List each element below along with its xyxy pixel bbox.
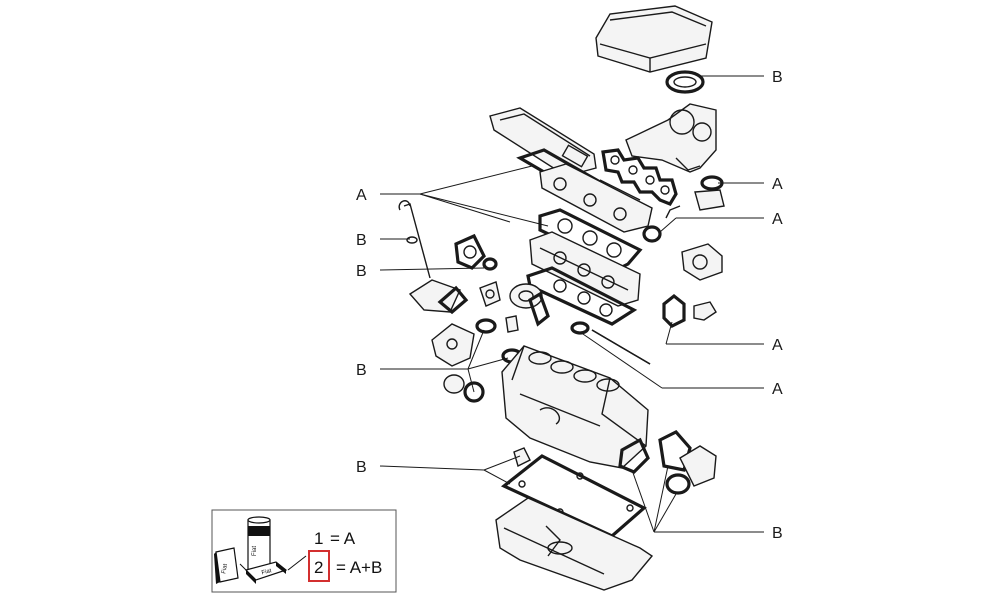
crank-pulley	[443, 374, 485, 403]
callout-labels: B A A A B B A B A B B	[356, 69, 783, 542]
kit-label-1: Fiat	[252, 546, 258, 556]
fitting-left	[479, 281, 501, 307]
callout-b-oil-pan: B	[356, 459, 367, 476]
kit-label-2: Fiat	[221, 563, 229, 574]
camshaft-pulley	[509, 283, 543, 309]
dipstick	[398, 200, 431, 279]
manifold-gasket	[601, 148, 678, 206]
engine-mount-bracket	[431, 323, 475, 367]
drain-fitting	[513, 447, 531, 468]
rear-seal-gaskets	[618, 430, 717, 495]
gasket-kit-icon: Fiat Fiat Fiat	[214, 516, 307, 584]
small-seal-b2	[482, 257, 498, 271]
cylinder-head	[529, 231, 641, 307]
legend: Fiat Fiat Fiat 1 = A 2 = A+B	[211, 509, 397, 593]
engine-cover	[595, 5, 713, 73]
legend-row1-number: 1	[314, 529, 323, 548]
oil-seal-mid-left	[475, 315, 523, 364]
round-seal-top	[665, 70, 705, 94]
callout-b-oil-seals: B	[356, 362, 367, 379]
callout-b-rear-seals: B	[772, 525, 783, 542]
callout-b-small-seal: B	[356, 263, 367, 280]
left-flange-gasket	[454, 233, 486, 270]
valve-cover	[489, 107, 597, 177]
oil-pan	[495, 497, 654, 591]
callout-a-manifold-gasket: A	[772, 176, 783, 193]
callout-a-ring: A	[772, 211, 783, 228]
engine-block	[501, 345, 649, 469]
o-ring-mid	[570, 321, 590, 335]
cover-plate-left	[408, 279, 469, 315]
callout-b-top-seal: B	[772, 69, 783, 86]
callout-b-dipstick: B	[356, 232, 367, 249]
small-ring-gasket	[642, 225, 662, 243]
callout-a-head-cluster: A	[356, 187, 367, 204]
thermostat-housing	[681, 243, 723, 281]
leader-lines	[379, 75, 764, 533]
callout-a-water-outlet: A	[772, 337, 783, 354]
legend-row2-highlight	[308, 550, 330, 582]
coolant-pipe	[591, 329, 651, 365]
legend-row1-value: = A	[330, 529, 356, 548]
callout-a-pipe-oring: A	[772, 381, 783, 398]
kit-label-3: Fiat	[261, 568, 272, 576]
water-outlet-gasket	[662, 293, 717, 328]
legend-row2-value: = A+B	[336, 558, 382, 577]
head-gasket-upper	[538, 208, 643, 270]
legend-frame	[211, 509, 397, 593]
manifold-housing	[625, 103, 717, 173]
camshaft-housing	[539, 163, 653, 233]
legend-row2-number: 2	[314, 558, 323, 577]
side-gasket-mid	[528, 291, 550, 327]
